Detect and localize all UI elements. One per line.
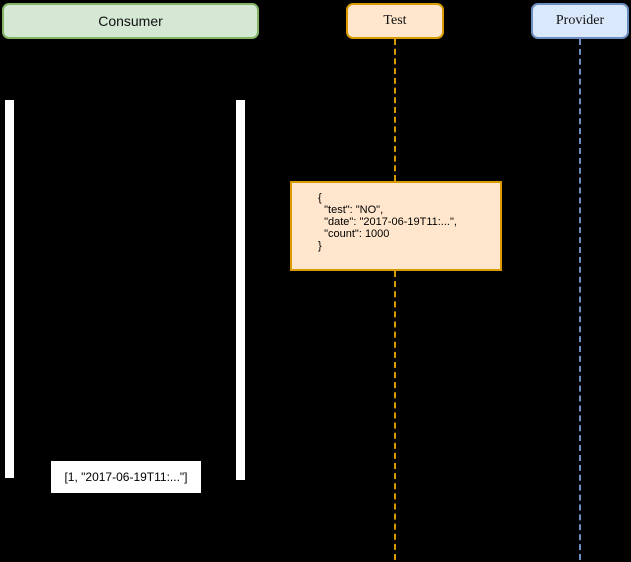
test-lifeline-lower (394, 271, 396, 560)
json-payload-text: { "test": "NO", "date": "2017-06-19T11:.… (318, 192, 457, 252)
consumer-activation-bar-right (236, 100, 245, 480)
consumer-activation-bar-left (5, 100, 14, 478)
test-lifeline-upper (394, 39, 396, 181)
provider-lifeline (579, 39, 581, 560)
participant-test-label: Test (383, 13, 407, 28)
participant-test: Test (346, 3, 444, 39)
return-value-label: [1, "2017-06-19T11:..."] (51, 461, 201, 493)
participant-provider: Provider (531, 3, 629, 39)
participant-consumer-label: Consumer (98, 13, 163, 29)
json-payload-note: { "test": "NO", "date": "2017-06-19T11:.… (290, 181, 502, 271)
return-value-text: [1, "2017-06-19T11:..."] (64, 470, 188, 484)
participant-provider-label: Provider (555, 13, 605, 28)
participant-consumer: Consumer (2, 3, 259, 39)
